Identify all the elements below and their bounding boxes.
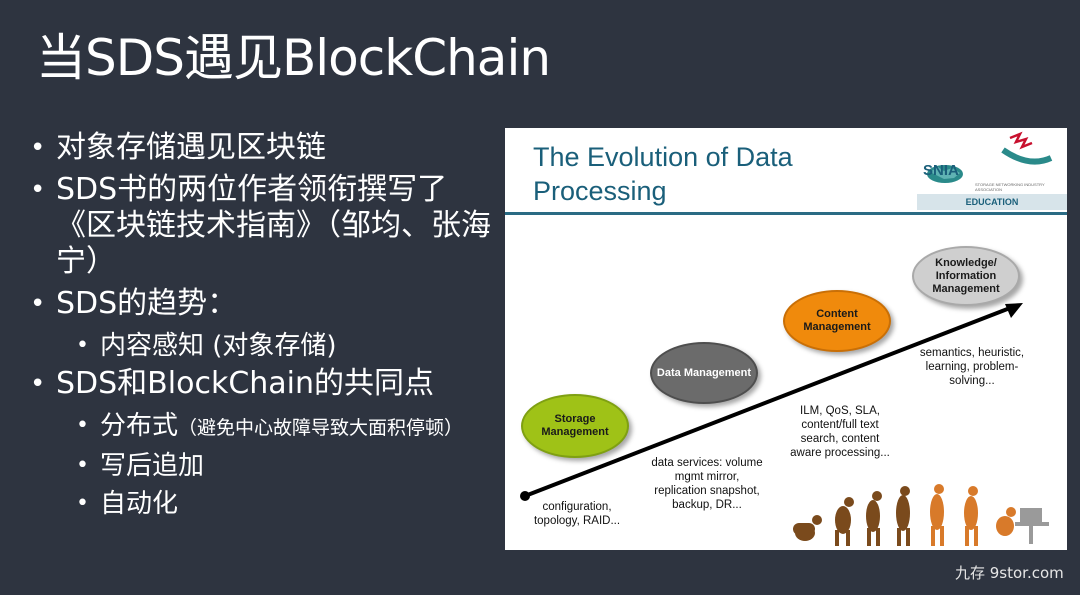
stage-node-knowledge: Knowledge/ Information Management bbox=[912, 246, 1020, 306]
bullet-item: 对象存储遇见区块链 bbox=[30, 130, 500, 166]
evolution-figure: The Evolution of Data Processing bbox=[505, 128, 1067, 550]
sub-bullet-item: 自动化 bbox=[30, 486, 500, 522]
stage-note-knowledge: semantics, heuristic, learning, problem-… bbox=[919, 347, 1025, 387]
stage-note-content: ILM, QoS, SLA, content/full text search,… bbox=[790, 405, 890, 459]
slide-title: 当SDS遇见BlockChain bbox=[36, 29, 551, 87]
stage-node-content: Content Management bbox=[783, 290, 891, 352]
sub-bullet-text: 分布式 bbox=[100, 411, 179, 441]
stage-note-storage: configuration, topology, RAID... bbox=[533, 501, 621, 527]
stage-label: Storage Management bbox=[541, 413, 609, 438]
stage-label: Knowledge/ Information Management bbox=[932, 256, 1000, 295]
bullet-list: 对象存储遇见区块链 SDS书的两位作者领衔撰写了《区块链技术指南》（邹均、张海宁… bbox=[30, 130, 500, 524]
sub-bullet-item: 写后追加 bbox=[30, 448, 500, 484]
bullet-item: SDS和BlockChain的共同点 bbox=[30, 366, 500, 402]
stage-label: Content Management bbox=[803, 308, 871, 333]
stage-node-storage: Storage Management bbox=[521, 394, 629, 458]
snia-logo-subtitle: STORAGE NETWORKING INDUSTRY ASSOCIATION bbox=[975, 182, 1045, 192]
sub-bullet-item: 分布式（避免中心故障导致大面积停顿） bbox=[30, 408, 500, 446]
bullet-item: SDS的趋势： bbox=[30, 286, 500, 322]
snia-logo-graphic bbox=[520, 131, 1053, 546]
watermark: 九存 9stor.com bbox=[955, 564, 1064, 582]
title-divider bbox=[505, 212, 1067, 215]
stage-node-data: Data Management bbox=[650, 342, 758, 404]
stage-label: Data Management bbox=[656, 366, 752, 379]
stage-note-data: data services: volume mgmt mirror, repli… bbox=[651, 457, 763, 511]
sub-bullet-item: 内容感知 (对象存储) bbox=[30, 328, 500, 364]
education-badge: EDUCATION bbox=[917, 194, 1067, 210]
sub-bullet-note: （避免中心故障导致大面积停顿） bbox=[178, 417, 464, 439]
bullet-item: SDS书的两位作者领衔撰写了《区块链技术指南》（邹均、张海宁） bbox=[30, 172, 500, 280]
figure-title: The Evolution of Data Processing bbox=[533, 142, 793, 206]
snia-logo-text: SNIA bbox=[923, 162, 959, 179]
